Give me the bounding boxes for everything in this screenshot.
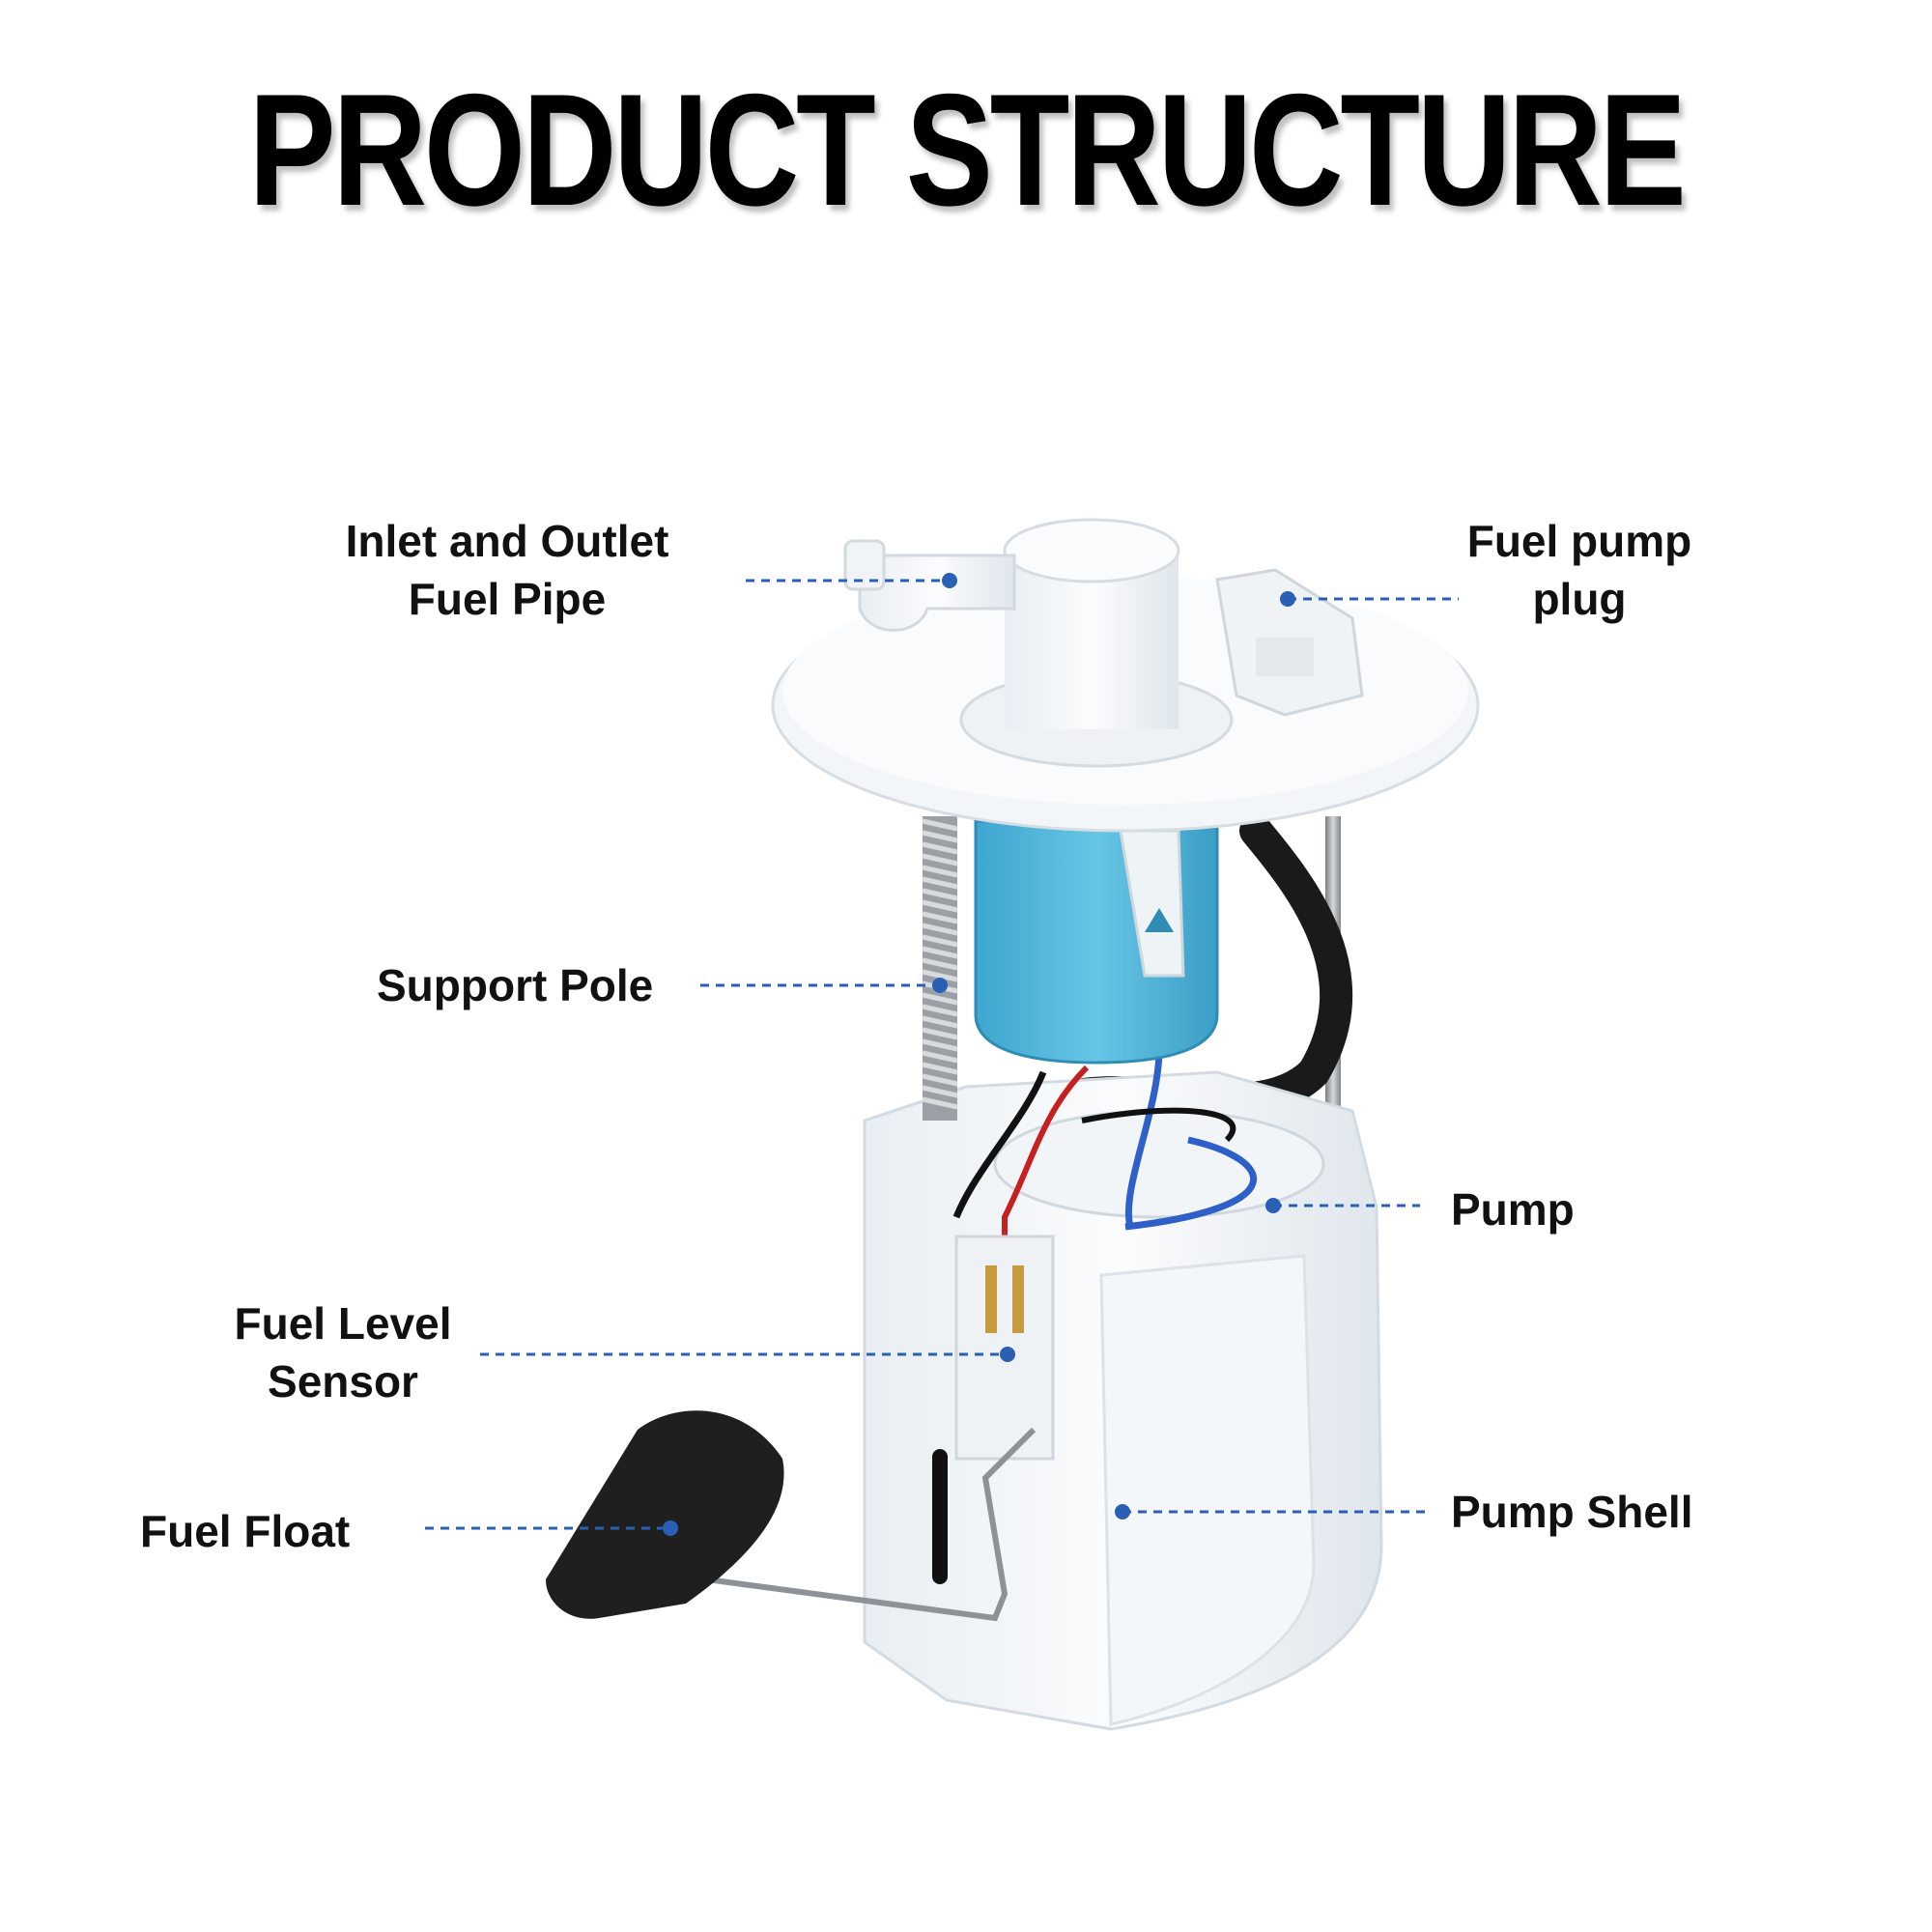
- dot-fuel-float: [663, 1520, 678, 1536]
- dot-pump: [1265, 1198, 1281, 1213]
- label-line: Pump Shell: [1451, 1483, 1692, 1541]
- label-line: Fuel Float: [140, 1502, 350, 1560]
- label-pump: Pump: [1451, 1180, 1575, 1238]
- label-line: plug: [1449, 570, 1710, 628]
- label-line: Inlet and Outlet: [319, 512, 696, 570]
- dot-inlet-outlet: [942, 573, 957, 588]
- label-line: Fuel pump: [1449, 512, 1710, 570]
- label-support-pole: Support Pole: [377, 956, 653, 1014]
- dot-support-pole: [932, 978, 948, 993]
- label-inlet-outlet: Inlet and Outlet Fuel Pipe: [319, 512, 696, 628]
- label-line: Support Pole: [377, 956, 653, 1014]
- label-line: Sensor: [213, 1352, 473, 1410]
- label-fuel-float: Fuel Float: [140, 1502, 350, 1560]
- label-line: Fuel Level: [213, 1294, 473, 1352]
- dot-pump-shell: [1115, 1504, 1130, 1520]
- dot-pump-plug: [1280, 591, 1295, 607]
- label-line: Pump: [1451, 1180, 1575, 1238]
- support-pole-spring: [923, 816, 957, 1121]
- label-fuel-level-sensor: Fuel Level Sensor: [213, 1294, 473, 1410]
- label-pump-plug: Fuel pump plug: [1449, 512, 1710, 628]
- dot-level-sensor: [1000, 1347, 1015, 1362]
- label-line: Fuel Pipe: [319, 570, 696, 628]
- label-pump-shell: Pump Shell: [1451, 1483, 1692, 1541]
